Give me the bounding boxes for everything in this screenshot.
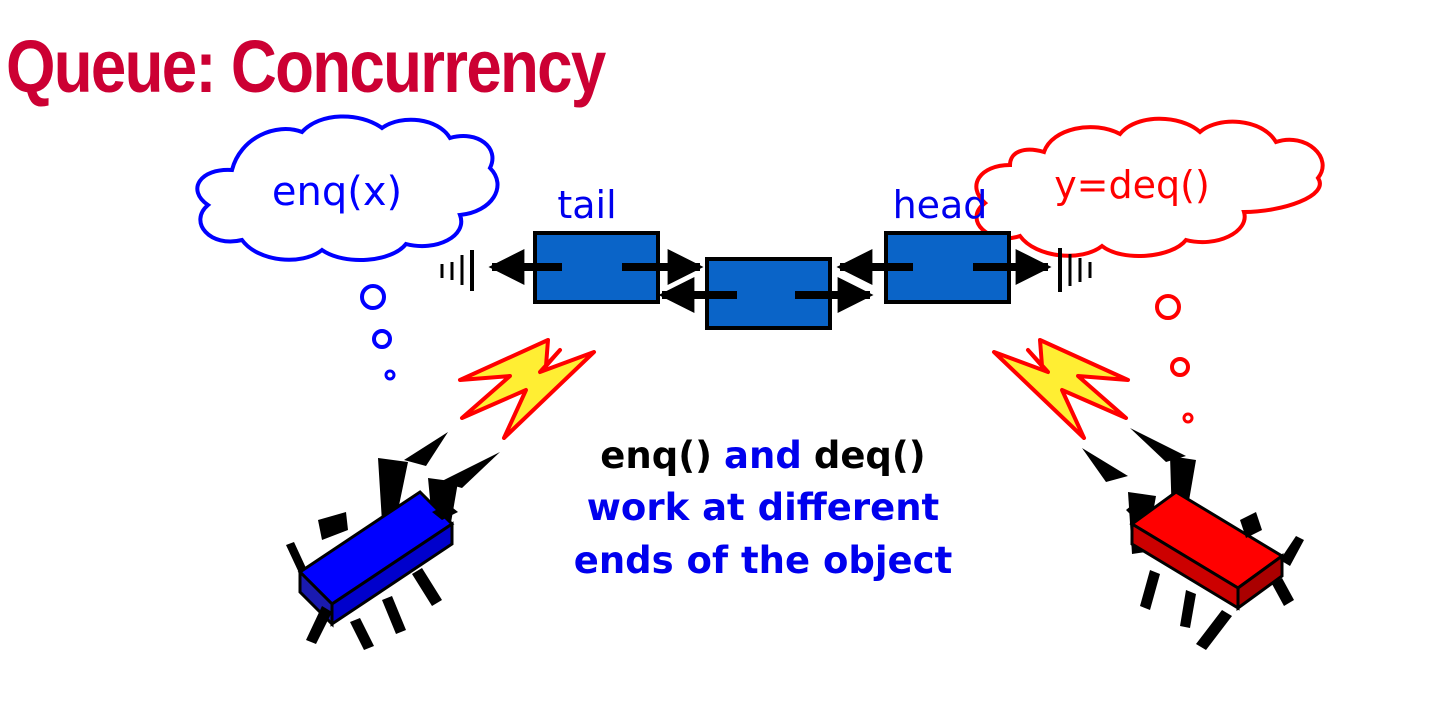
left-lightning-icon: [458, 338, 596, 440]
caption-and: and: [724, 434, 802, 477]
thought-bubble-dot: [1182, 412, 1194, 424]
caption-deq: deq(): [814, 434, 926, 477]
thought-bubble-dot: [1170, 357, 1190, 377]
tail-label: tail: [557, 183, 616, 227]
caption-line-2: work at different: [587, 486, 939, 529]
right-lightning-icon: [992, 338, 1130, 440]
right-thought-cloud: [974, 116, 1325, 424]
blue-thread-robot-icon: [286, 432, 500, 650]
left-thought-cloud: enq(x): [195, 114, 500, 381]
deq-thought-text: y=deq(): [1054, 163, 1210, 207]
caption: enq() and deq() work at different ends of …: [574, 434, 953, 582]
left-null-terminator: [440, 250, 474, 291]
thought-bubble-dot: [384, 369, 396, 381]
thought-bubble-dot: [360, 284, 386, 310]
thought-bubble-dot: [372, 329, 392, 349]
red-thread-robot-icon: [1082, 428, 1304, 650]
right-null-terminator: [1058, 248, 1092, 292]
queue: [440, 231, 1092, 330]
head-label: head: [893, 183, 988, 227]
caption-enq: enq(): [600, 434, 712, 477]
thought-bubble-dot: [1155, 294, 1181, 320]
enq-thought-text: enq(x): [272, 169, 402, 215]
caption-line-3: ends of the object: [574, 539, 953, 582]
slide-title: Queue: Concurrency: [6, 25, 606, 108]
